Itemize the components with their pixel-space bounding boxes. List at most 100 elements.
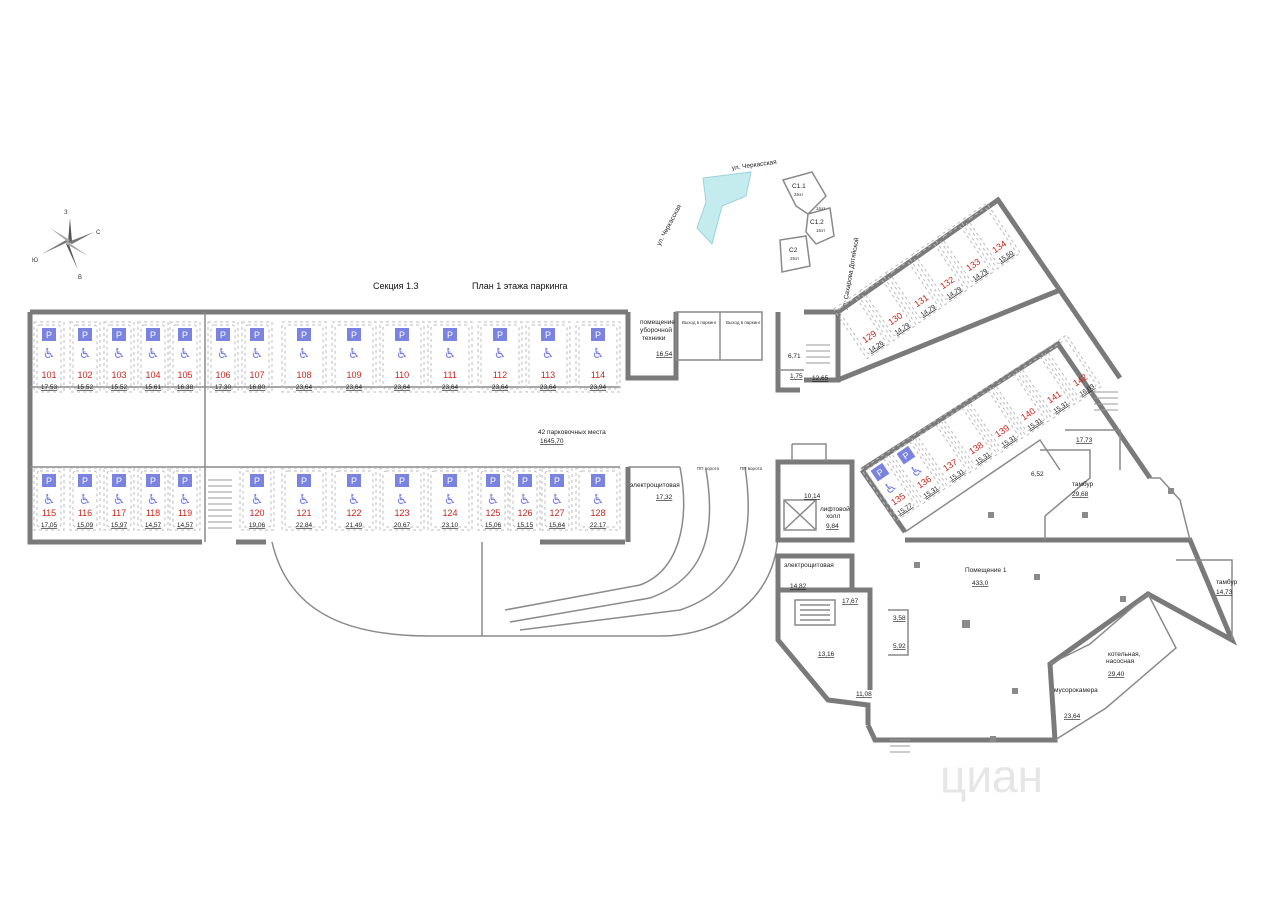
spot-area: 17,53 — [41, 384, 58, 391]
spot-area: 22,17 — [590, 522, 607, 529]
room-1767: 17,67 — [842, 598, 859, 605]
spot-area: 14,57 — [145, 522, 162, 529]
room-boiler-label-2: насосная — [1106, 658, 1135, 665]
tower-c2: С2 — [789, 247, 798, 254]
spot-car-outline — [970, 390, 1019, 449]
room-elec2-area: 14,82 — [790, 583, 807, 590]
spot-number: 127 — [549, 508, 564, 518]
parking-sign-letter: P — [301, 476, 307, 486]
spot-outline — [910, 238, 970, 306]
spot-car-outline — [334, 324, 374, 390]
wheelchair-icon: ♿ — [298, 346, 311, 362]
room-lift-hall-area: 9,84 — [826, 523, 839, 530]
room-1316: 13,16 — [818, 651, 835, 658]
building-walls — [27, 196, 1238, 743]
spot-outline — [379, 467, 425, 531]
spot-number: 103 — [111, 370, 126, 380]
room-tambur2-area: 14,73 — [1216, 589, 1233, 596]
parking-sign-letter: P — [82, 330, 88, 340]
spot-outline — [169, 321, 201, 393]
spot-car-outline — [242, 470, 272, 528]
spot-number: 118 — [146, 508, 160, 518]
room-592: 5,92 — [893, 643, 906, 650]
spot-area: 23,64 — [346, 384, 363, 391]
spot-outline — [1042, 334, 1102, 403]
spot-car-outline — [944, 407, 993, 466]
spot-car-outline — [1022, 356, 1071, 415]
spot-car-outline — [968, 208, 1016, 264]
parking-sign-letter: P — [545, 330, 551, 340]
structural-columns — [914, 488, 1174, 742]
parking-sign-letter: P — [522, 476, 528, 486]
spot-outline — [477, 321, 523, 393]
spot-car-outline — [284, 470, 324, 528]
parking-sign-icon — [42, 474, 56, 487]
room-trash-label: мусорокамера — [1054, 687, 1098, 694]
parking-sign-letter: P — [46, 476, 52, 486]
spot-outline — [525, 321, 571, 393]
spot-car-outline — [334, 470, 374, 528]
spot-number: 113 — [541, 370, 555, 380]
spot-car-outline — [480, 324, 520, 390]
parking-sign-icon — [178, 474, 192, 487]
parking-sign-letter: P — [351, 476, 357, 486]
parking-sign-letter: P — [595, 476, 601, 486]
parking-sign-icon — [250, 328, 264, 341]
gate-label-1: ПП ворота — [697, 466, 719, 471]
room-cleaning-area: 16,54 — [656, 351, 673, 358]
spot-area: 15,61 — [145, 384, 162, 391]
compass-west: Ю — [32, 258, 38, 264]
parking-sign-letter: P — [254, 476, 260, 486]
room-cleaning-label-1: помещение — [640, 319, 675, 326]
tower-c2-floors: 25эт — [790, 256, 799, 261]
wheelchair-icon: ♿ — [217, 346, 230, 362]
room-boiler-label-1: котельная, — [1108, 651, 1141, 658]
parking-sign-letter: P — [220, 330, 226, 340]
wheelchair-icon: ♿ — [147, 346, 160, 362]
spot-car-outline — [864, 280, 912, 336]
spot-outline — [1016, 351, 1076, 420]
spot-car-outline — [528, 324, 568, 390]
spot-area: 17,05 — [41, 522, 58, 529]
wheelchair-icon: ♿ — [396, 492, 409, 508]
spot-car-outline — [106, 470, 132, 528]
room-cleaning-label-3: техники — [642, 335, 666, 342]
parking-sign-icon — [250, 474, 264, 487]
exit-label-2: Выход в паркинг — [726, 320, 761, 325]
room-tambur1-label: тамбур — [1072, 480, 1094, 488]
spot-area: 23,10 — [442, 522, 459, 529]
spot-outline — [964, 385, 1024, 454]
room-main-label: Помещение 1 — [965, 567, 1007, 574]
spot-outline — [575, 467, 621, 531]
spot-outline — [137, 467, 169, 531]
spot-area: 20,67 — [394, 522, 411, 529]
spot-number: 104 — [145, 370, 160, 380]
room-358: 3,58 — [893, 615, 906, 622]
parking-sign-icon — [550, 474, 564, 487]
spot-outline — [858, 274, 918, 342]
wheelchair-icon: ♿ — [519, 492, 532, 508]
spot-outline — [427, 321, 473, 393]
street-top-label: ул. Черкасская — [731, 159, 777, 172]
parking-sign-letter: P — [497, 330, 503, 340]
spots-summary-label: 42 парковочных места — [538, 429, 606, 436]
spot-car-outline — [866, 458, 915, 517]
parking-sign-letter: P — [116, 476, 122, 486]
spot-outline — [427, 467, 473, 531]
spot-number: 115 — [42, 508, 56, 518]
room-elec1-label: электрощитовая — [630, 482, 680, 489]
spot-number: 108 — [296, 370, 311, 380]
parking-sign-icon — [395, 328, 409, 341]
parking-sign-letter: P — [901, 450, 912, 462]
spot-car-outline — [72, 324, 98, 390]
spot-outline — [575, 321, 621, 393]
parking-sign-icon — [347, 328, 361, 341]
